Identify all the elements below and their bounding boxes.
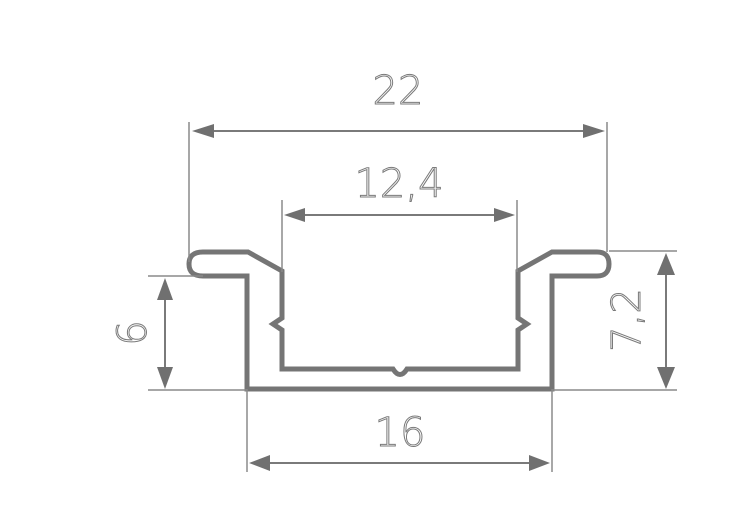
- dimension-label-22: 22: [373, 68, 424, 114]
- profile-outline: [186, 249, 612, 392]
- arrow-left-icon: [192, 124, 214, 138]
- arrow-up-icon: [157, 278, 173, 300]
- arrow-down-icon: [157, 367, 173, 389]
- profile-outer-contour: [186, 249, 612, 392]
- arrow-down-icon: [657, 367, 675, 389]
- dimension-overall-height: 7,2: [604, 253, 675, 389]
- dimension-label-12-4: 12,4: [354, 161, 443, 207]
- arrow-left-icon: [249, 455, 270, 471]
- arrow-right-icon: [494, 208, 515, 222]
- dimension-label-7-2: 7,2: [604, 288, 650, 352]
- dimension-label-16: 16: [375, 410, 426, 456]
- dimension-overall-width: 22: [192, 68, 605, 138]
- dimension-inner-width: 12,4: [284, 161, 515, 222]
- dimension-base-width: 16: [249, 410, 550, 471]
- arrow-right-icon: [529, 455, 550, 471]
- dimension-body-height: 6: [110, 278, 173, 389]
- arrow-up-icon: [657, 253, 675, 275]
- arrow-left-icon: [284, 208, 305, 222]
- arrow-right-icon: [583, 124, 605, 138]
- dimension-label-6: 6: [110, 320, 156, 345]
- extension-lines: [148, 122, 677, 472]
